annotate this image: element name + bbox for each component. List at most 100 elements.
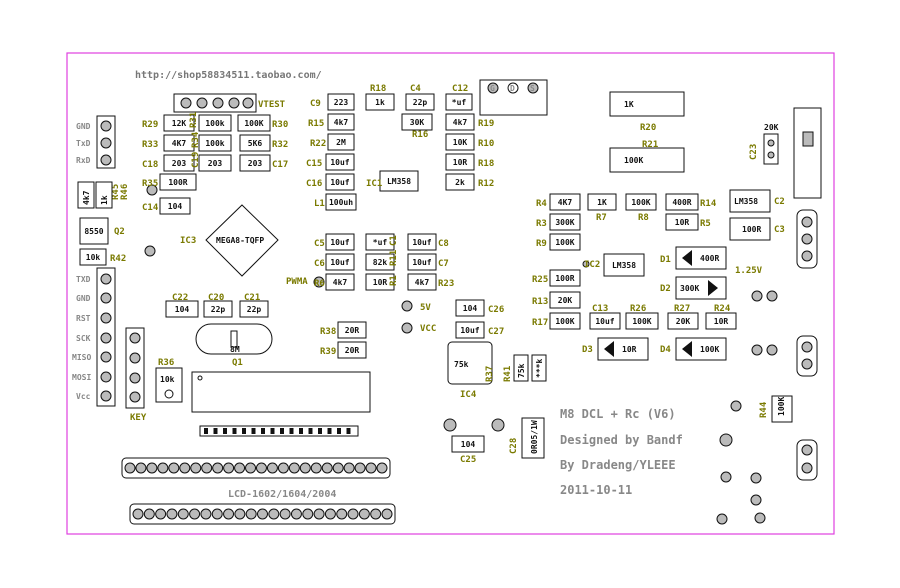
part-value: *uf: [373, 238, 388, 247]
c3-ref: C3: [774, 225, 785, 235]
pin-gnd2: GND: [76, 294, 91, 303]
part-value: 4K7: [558, 198, 573, 207]
svg-text:100K: 100K: [700, 345, 719, 354]
lcd-pin: [321, 462, 333, 474]
svg-text:D1: D1: [660, 255, 671, 265]
part-body: [79, 217, 109, 245]
label-1v25: 1.25V: [735, 266, 763, 276]
svg-text:C23: C23: [749, 144, 759, 160]
diode-d1: 400R D1: [660, 246, 727, 270]
r20-ref: R20: [640, 123, 656, 133]
small-pin: [223, 428, 227, 434]
lcd-pin: [288, 462, 300, 474]
lcd-pin: [132, 508, 144, 520]
part-ref: R24: [714, 304, 731, 314]
lcd-pin: [211, 508, 223, 520]
part-body: [603, 253, 645, 277]
conn-g: G: [490, 84, 495, 93]
crystal-q1: 8M Q1: [195, 323, 273, 368]
lcd-pin: [277, 462, 289, 474]
part-body: [625, 193, 657, 211]
part-value: 203: [208, 159, 223, 168]
big-right-part: [793, 107, 822, 199]
part-ref: R32: [272, 140, 288, 150]
lcd-pin: [223, 462, 235, 474]
part-ref: R30: [272, 120, 288, 130]
lcd-pin: [245, 508, 257, 520]
part-ref: C12: [452, 84, 468, 94]
lcd-pin: [310, 462, 322, 474]
pin-rxd: RxD: [76, 156, 91, 165]
lcd-pin: [234, 508, 246, 520]
lcd-pin: [365, 462, 377, 474]
part-value: 82k: [373, 258, 388, 267]
part-body: [407, 273, 437, 291]
part-body: [79, 248, 107, 266]
r44-box: [771, 395, 793, 423]
lcd-pin: [354, 462, 366, 474]
lcd-pin: [268, 508, 280, 520]
small-pin: [232, 428, 237, 434]
ic3-ref: IC3: [180, 236, 196, 246]
part-body: [625, 312, 659, 330]
part-ref: C9: [310, 99, 321, 109]
part-value: 10uf: [412, 238, 431, 247]
lcd-pin: [234, 462, 246, 474]
part-body: [198, 114, 232, 132]
pin-txd: TxD: [76, 139, 91, 148]
part-value: 5K6: [248, 139, 263, 148]
lcd-pin: [212, 462, 224, 474]
part-value: ***k: [535, 359, 544, 378]
lcd-pin: [266, 462, 278, 474]
lcd-controller-box: [191, 371, 371, 413]
part-ref: R29: [142, 120, 158, 130]
part-ref: C16: [306, 179, 322, 189]
part-value: LM358: [612, 261, 636, 270]
part-value: 10uf: [330, 238, 349, 247]
url-text[interactable]: http://shop58834511.taobao.com/: [135, 70, 322, 81]
part-value: 203: [248, 159, 263, 168]
small-pin: [251, 428, 256, 434]
part-body: [445, 173, 475, 191]
small-pin: [289, 428, 294, 434]
part-body: [325, 273, 355, 291]
part-body: [327, 113, 355, 131]
part-ref: R13: [532, 297, 548, 307]
lcd-pin: [155, 508, 167, 520]
part-body: [163, 134, 195, 152]
small-pin: [242, 428, 246, 434]
part-body: [325, 253, 355, 271]
part-value: 203: [172, 159, 187, 168]
part-body: [451, 435, 485, 453]
part-body: [549, 193, 581, 211]
part-ref: R18: [478, 159, 494, 169]
part-ref: R34: [191, 131, 201, 148]
part-ref: C15: [306, 159, 322, 169]
part-body: [365, 233, 395, 251]
r20-box: [609, 91, 685, 117]
svg-text:R44: R44: [759, 401, 769, 418]
part-body: [549, 213, 581, 231]
part-value: 100uh: [329, 198, 353, 207]
pin-vcc: Vcc: [76, 392, 91, 401]
part-ref: C13: [592, 304, 608, 314]
part-value: 10uf: [330, 258, 349, 267]
